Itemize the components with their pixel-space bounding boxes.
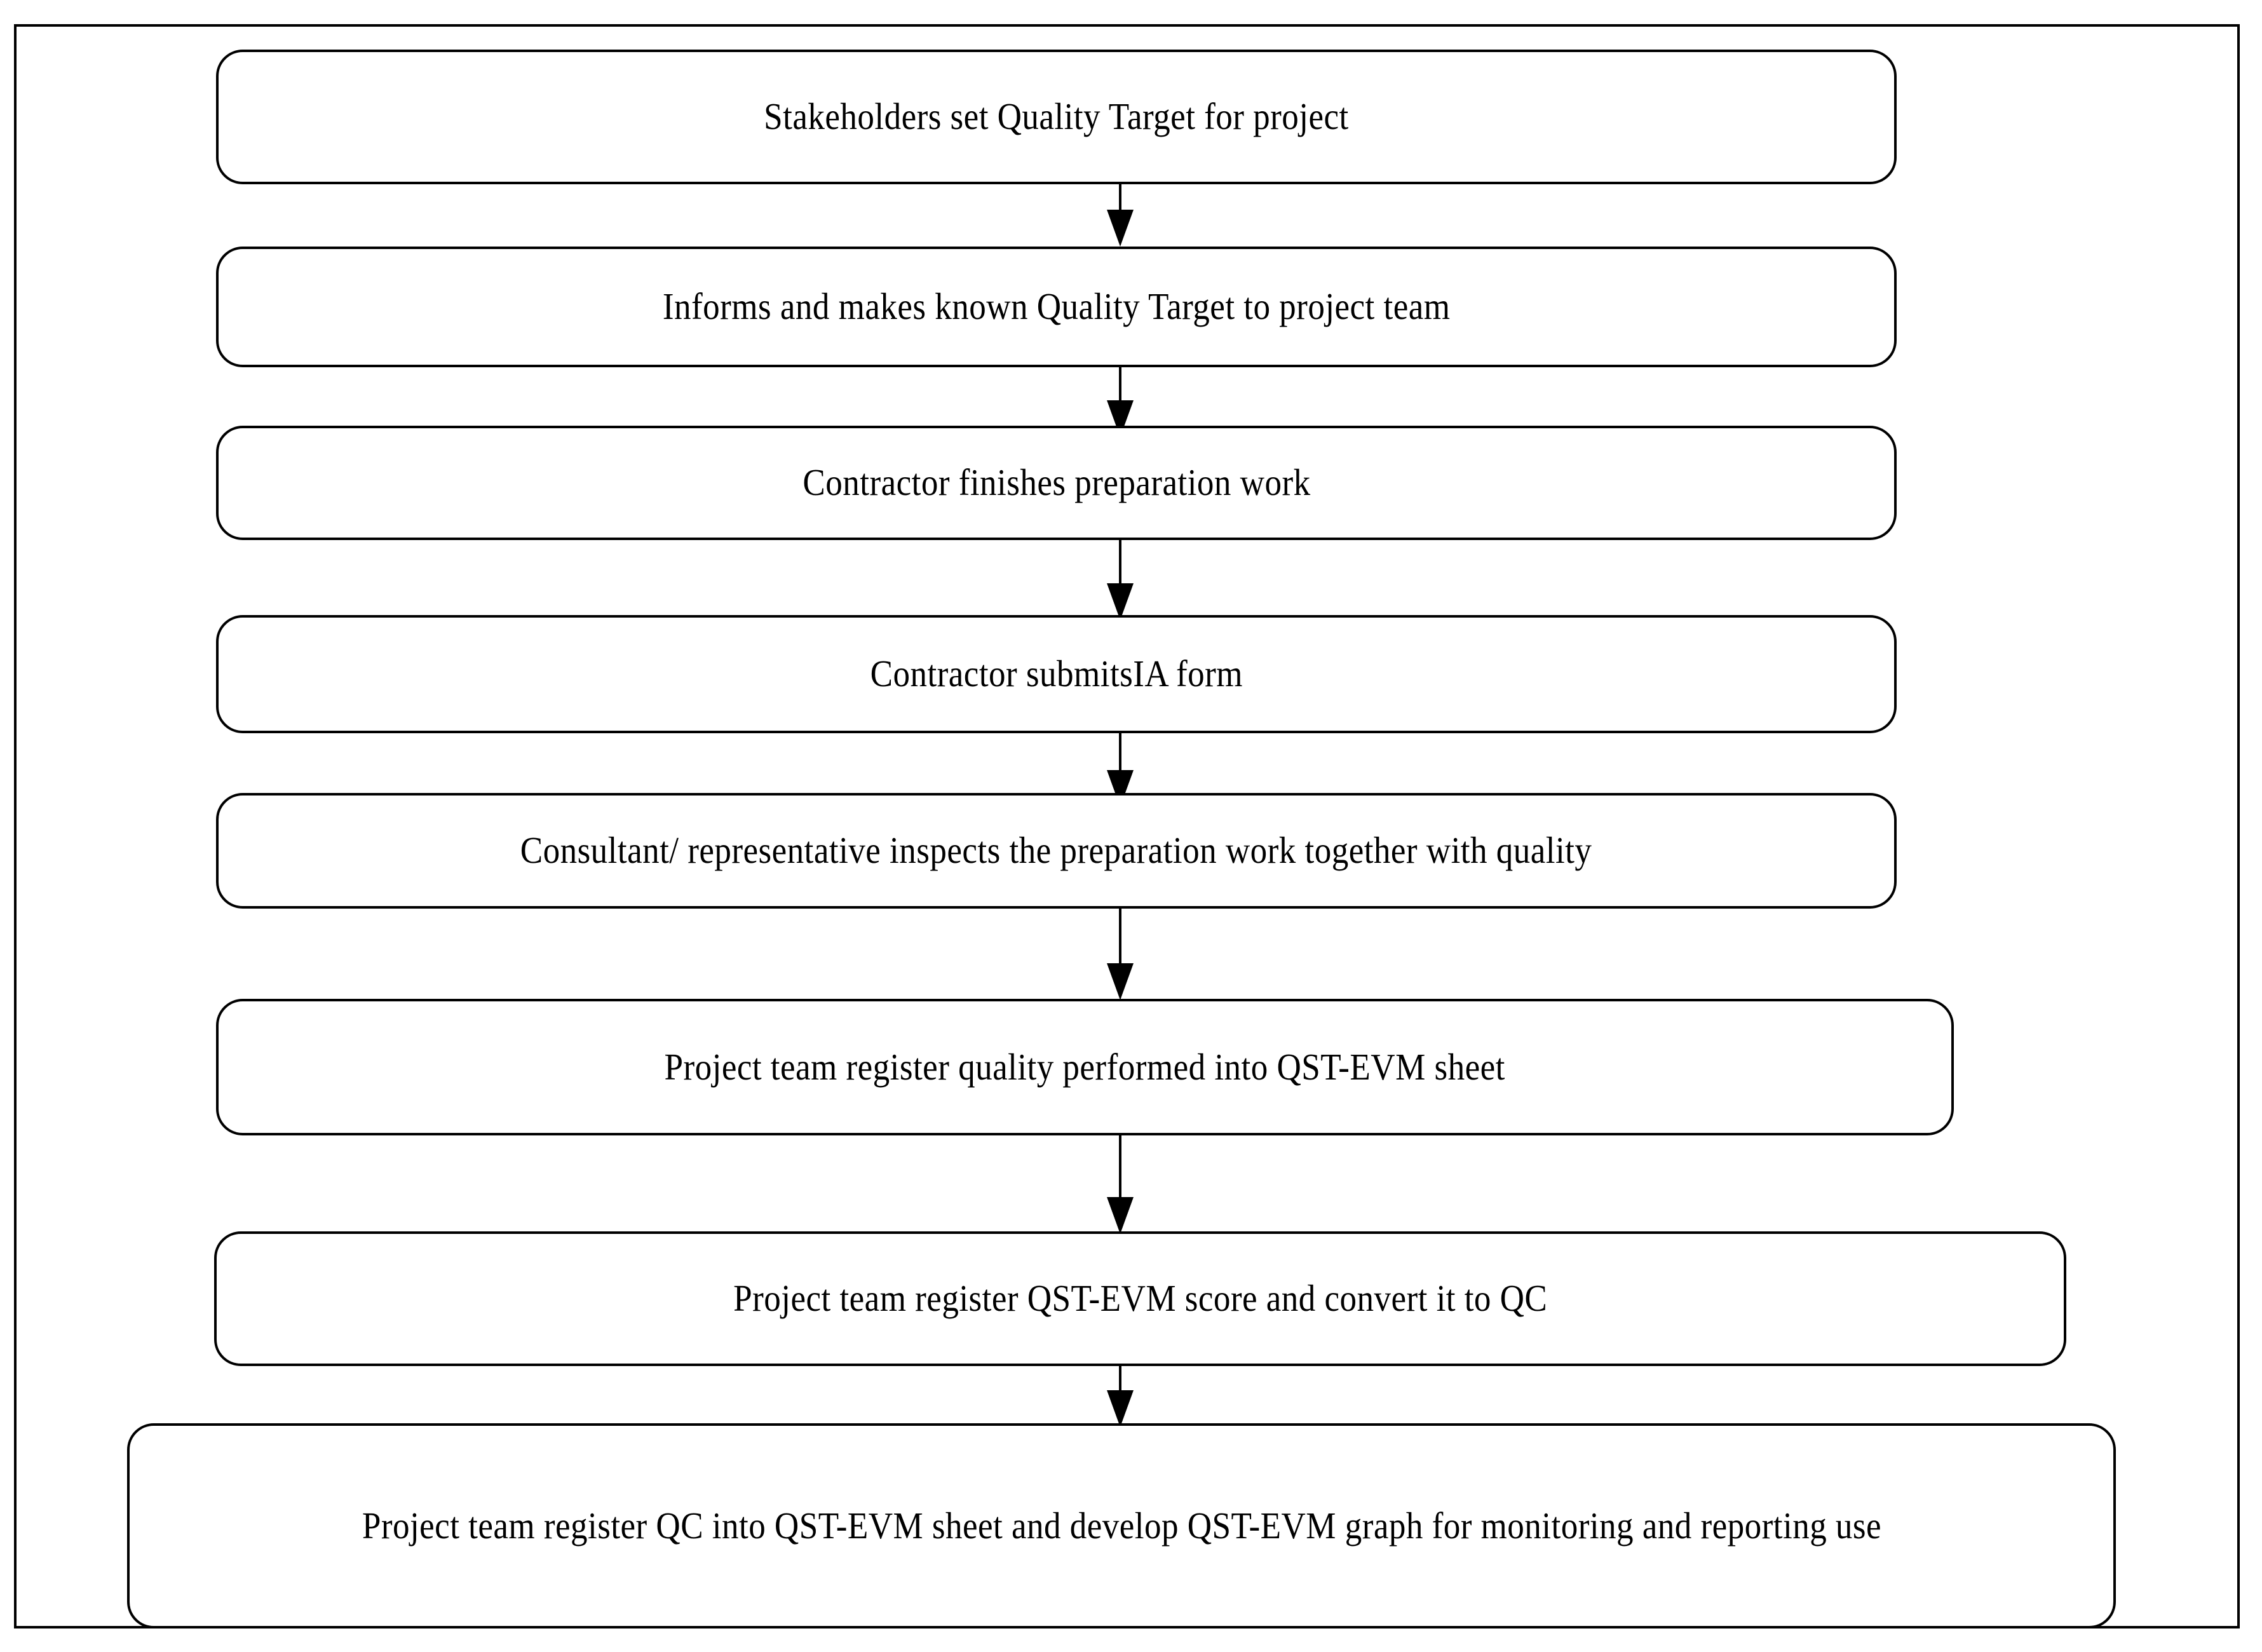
- arrow-head-icon: [1107, 1390, 1134, 1427]
- arrow-shaft: [1119, 532, 1121, 596]
- arrow-shaft: [1119, 1351, 1121, 1403]
- flow-node-label: Stakeholders set Quality Target for proj…: [764, 95, 1349, 138]
- flow-node-step-1[interactable]: Stakeholders set Quality Target for proj…: [216, 50, 1897, 184]
- connector-arrow-2-3: [1107, 356, 1134, 437]
- arrow-shaft: [1119, 901, 1121, 976]
- flow-node-label: Project team register QST-EVM score and …: [733, 1277, 1548, 1320]
- arrow-head-icon: [1107, 583, 1134, 620]
- flow-node-label: Contractor submitsIA form: [870, 653, 1243, 695]
- flow-node-label: Informs and makes known Quality Target t…: [662, 285, 1451, 328]
- flow-node-label: Consultant/ representative inspects the …: [520, 829, 1592, 872]
- arrow-shaft: [1119, 356, 1121, 413]
- connector-arrow-3-4: [1107, 532, 1134, 621]
- flow-node-step-5[interactable]: Consultant/ representative inspects the …: [216, 793, 1897, 909]
- flow-node-step-3[interactable]: Contractor finishes preparation work: [216, 426, 1897, 540]
- flow-node-label: Project team register QC into QST-EVM sh…: [362, 1504, 1881, 1547]
- arrow-shaft: [1119, 724, 1121, 783]
- flow-node-label: Project team register quality performed …: [664, 1045, 1506, 1088]
- arrow-shaft: [1119, 1132, 1121, 1210]
- connector-arrow-7-8: [1107, 1351, 1134, 1427]
- arrow-head-icon: [1107, 210, 1134, 247]
- flow-node-step-6[interactable]: Project team register quality performed …: [216, 999, 1954, 1135]
- flow-node-step-8[interactable]: Project team register QC into QST-EVM sh…: [127, 1423, 2116, 1628]
- flow-node-step-7[interactable]: Project team register QST-EVM score and …: [214, 1231, 2066, 1366]
- flow-node-step-4[interactable]: Contractor submitsIA form: [216, 615, 1897, 733]
- connector-arrow-6-7: [1107, 1132, 1134, 1235]
- connector-arrow-1-2: [1107, 165, 1134, 247]
- flow-node-label: Contractor finishes preparation work: [802, 461, 1311, 504]
- arrow-head-icon: [1107, 963, 1134, 1000]
- arrow-shaft: [1119, 165, 1121, 222]
- flow-node-step-2[interactable]: Informs and makes known Quality Target t…: [216, 247, 1897, 367]
- connector-arrow-5-6: [1107, 901, 1134, 1001]
- arrow-head-icon: [1107, 1197, 1134, 1234]
